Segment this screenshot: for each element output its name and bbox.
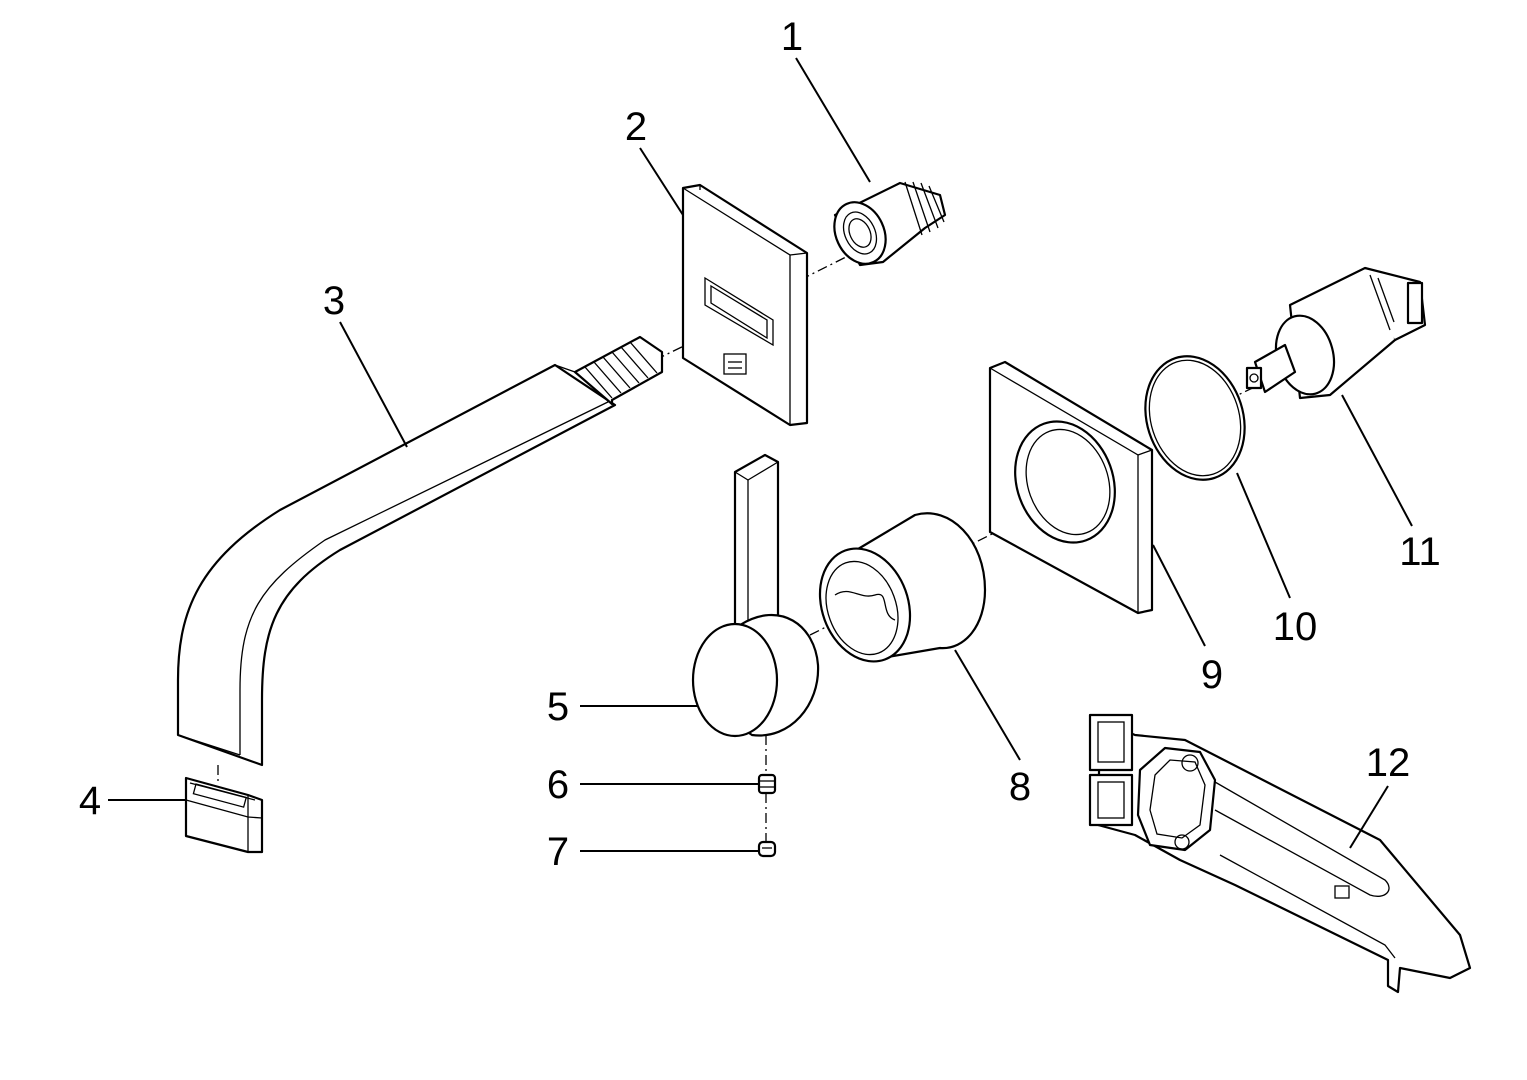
callout-9: 9 bbox=[1201, 653, 1223, 697]
o-ring-part bbox=[1144, 355, 1246, 481]
callout-10: 10 bbox=[1273, 605, 1318, 649]
callout-12: 12 bbox=[1366, 741, 1411, 785]
aerator-part bbox=[184, 776, 264, 854]
callout-3: 3 bbox=[323, 279, 345, 323]
connector-nipple-part bbox=[833, 181, 947, 267]
callout-labels: 1 2 3 4 5 6 7 8 9 10 11 12 bbox=[79, 15, 1441, 874]
plug-part bbox=[757, 840, 777, 858]
set-screw-part bbox=[757, 773, 777, 795]
wall-plate-part bbox=[681, 183, 809, 427]
cartridge-part bbox=[1245, 266, 1427, 400]
rosette-part bbox=[988, 360, 1154, 615]
callout-11: 11 bbox=[1399, 530, 1441, 574]
callout-8: 8 bbox=[1009, 765, 1031, 809]
mounting-wrench-part bbox=[1088, 713, 1472, 994]
callout-6: 6 bbox=[547, 763, 569, 807]
leader-lines bbox=[108, 57, 1413, 852]
callout-7: 7 bbox=[547, 830, 569, 874]
callout-2: 2 bbox=[625, 105, 647, 149]
callout-4: 4 bbox=[79, 779, 101, 823]
lever-handle-part bbox=[691, 453, 820, 738]
callout-5: 5 bbox=[547, 685, 569, 729]
sleeve-part bbox=[818, 512, 987, 663]
spout-part bbox=[176, 335, 664, 767]
callout-1: 1 bbox=[781, 15, 803, 59]
